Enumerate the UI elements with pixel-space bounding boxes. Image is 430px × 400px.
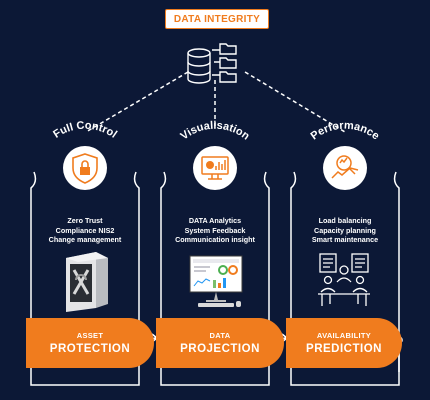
pill-main-label: PREDICTION bbox=[306, 343, 382, 355]
title-badge: DATA INTEGRITY bbox=[165, 9, 269, 29]
diagram-title: DATA INTEGRITY bbox=[173, 13, 261, 25]
feature-item: Zero Trust bbox=[67, 216, 103, 225]
pill-data-projection: DATA PROJECTION bbox=[156, 318, 284, 368]
dashed-connectors bbox=[85, 71, 346, 133]
icon-circle-middle bbox=[193, 146, 237, 190]
connector-left bbox=[85, 71, 189, 133]
feature-item: DATA Analytics bbox=[188, 216, 242, 225]
feature-list-left: Zero Trust Compliance NIS2 Change manage… bbox=[26, 216, 144, 245]
database-folders-icon bbox=[187, 43, 237, 84]
magnifier-graph-icon bbox=[331, 155, 359, 179]
feature-item: Load balancing bbox=[318, 216, 372, 225]
heading-performance: Performance bbox=[309, 119, 382, 142]
pill-asset-protection: ASSET PROTECTION bbox=[26, 318, 154, 368]
pill-availability-prediction: AVAILABILITY PREDICTION bbox=[286, 318, 402, 368]
feature-item: Smart maintenance bbox=[311, 235, 379, 244]
feature-list-right: Load balancing Capacity planning Smart m… bbox=[286, 216, 404, 245]
feature-item: Capacity planning bbox=[314, 225, 376, 235]
connector-right bbox=[244, 71, 346, 133]
feature-item: System Feedback bbox=[184, 225, 246, 235]
pill-top-label: DATA bbox=[209, 331, 231, 340]
heading-full-control: Full Control bbox=[51, 120, 119, 141]
pill-top-label: AVAILABILITY bbox=[316, 331, 372, 340]
icon-circle-right bbox=[323, 146, 367, 190]
monitor-chart-icon bbox=[201, 156, 229, 180]
feature-item: Compliance NIS2 bbox=[55, 225, 115, 235]
heading-visualisation: Visualisation bbox=[178, 120, 251, 143]
feature-list-middle: DATA Analytics System Feedback Communica… bbox=[156, 216, 274, 245]
feature-item: Change management bbox=[48, 235, 122, 244]
feature-item: Communication insight bbox=[175, 235, 255, 244]
pill-main-label: PROTECTION bbox=[49, 343, 131, 355]
shield-lock-icon bbox=[72, 153, 98, 184]
pill-main-label: PROJECTION bbox=[180, 343, 260, 355]
pill-top-label: ASSET bbox=[76, 331, 104, 340]
team-meeting-icon bbox=[318, 253, 370, 306]
dashboard-monitor-icon bbox=[189, 255, 243, 307]
server-appliance-icon bbox=[66, 252, 108, 312]
